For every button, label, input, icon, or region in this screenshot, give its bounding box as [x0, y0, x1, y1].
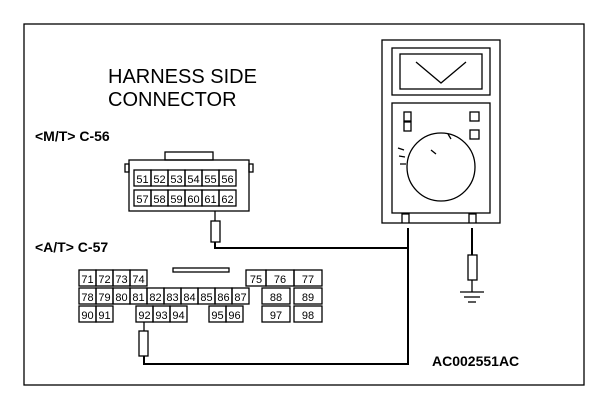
connector-c56: 51 52 53 54 55 56 57 58 59 60 61 62 — [124, 151, 254, 212]
c57-cavity — [261, 287, 291, 305]
multimeter — [381, 39, 501, 224]
c57-pin-72: 72 — [98, 274, 110, 286]
c57-pin-79: 79 — [98, 292, 110, 304]
c57-pin-89: 89 — [302, 292, 314, 304]
probe-pin-92 — [138, 330, 149, 357]
reference-code: AC002551AC — [432, 353, 519, 369]
c57-pin-93: 93 — [155, 310, 167, 322]
c57-pin-95: 95 — [211, 310, 223, 322]
c57-cavity — [225, 305, 244, 323]
c56-pin-59: 59 — [170, 194, 182, 206]
c56-pin-62: 62 — [221, 194, 233, 206]
c57-pin-90: 90 — [81, 310, 93, 322]
c56-pin-55: 55 — [204, 174, 216, 186]
c57-pin-81: 81 — [132, 292, 144, 304]
selector-dial-icon — [406, 132, 476, 202]
c57-cavity — [129, 269, 148, 287]
c57-cavity — [293, 305, 323, 323]
probe-pin-61 — [210, 220, 221, 243]
c57-pin-88: 88 — [270, 292, 282, 304]
c56-pin-52: 52 — [153, 174, 165, 186]
c57-pin-94: 94 — [172, 310, 184, 322]
c57-pin-82: 82 — [149, 292, 161, 304]
connector-at-label: <A/T> C-57 — [35, 239, 108, 255]
c56-pin-54: 54 — [187, 174, 199, 186]
probe-ground — [467, 254, 478, 281]
c56-cavity — [218, 169, 237, 187]
c57-pin-92: 92 — [138, 310, 150, 322]
c57-pin-96: 96 — [228, 310, 240, 322]
c57-pin-98: 98 — [302, 310, 314, 322]
c57-pin-77: 77 — [302, 274, 314, 286]
voltage-symbol-icon — [415, 61, 467, 84]
c57-pin-78: 78 — [81, 292, 93, 304]
c57-pin-97: 97 — [270, 310, 282, 322]
c57-cavity — [231, 287, 250, 305]
c57-pin-80: 80 — [115, 292, 127, 304]
title-line-2: CONNECTOR — [108, 89, 237, 111]
c56-pin-51: 51 — [136, 174, 148, 186]
c57-cavity — [261, 305, 291, 323]
c57-pin-86: 86 — [217, 292, 229, 304]
connector-mt-label: <M/T> C-56 — [35, 128, 110, 144]
c57-pin-75: 75 — [250, 274, 262, 286]
c57-pin-83: 83 — [166, 292, 178, 304]
c57-pin-87: 87 — [234, 292, 246, 304]
c56-cavity — [218, 189, 237, 207]
c57-cavity — [95, 305, 114, 323]
c57-pin-76: 76 — [274, 274, 286, 286]
c57-cavity — [169, 305, 188, 323]
c57-pin-73: 73 — [115, 274, 127, 286]
c57-pin-71: 71 — [81, 274, 93, 286]
c56-pin-58: 58 — [153, 194, 165, 206]
c57-pin-84: 84 — [183, 292, 195, 304]
c57-cavity — [293, 287, 323, 305]
c57-pin-85: 85 — [200, 292, 212, 304]
title-line-1: HARNESS SIDE — [108, 66, 257, 88]
c56-pin-57: 57 — [136, 194, 148, 206]
test-lead-wiring — [138, 211, 484, 365]
c57-cavity — [293, 269, 323, 287]
c56-pin-60: 60 — [187, 194, 199, 206]
diagram-border — [23, 23, 585, 386]
c56-pin-53: 53 — [170, 174, 182, 186]
c56-pin-61: 61 — [204, 194, 216, 206]
ground-symbol-icon — [460, 291, 484, 303]
connector-c57: 71 72 73 74 75 76 77 78 79 80 81 82 83 84 85 86 87 88 89 90… — [78, 267, 323, 323]
c56-pin-56: 56 — [221, 174, 233, 186]
c57-pin-91: 91 — [98, 310, 110, 322]
c57-pin-74: 74 — [132, 274, 144, 286]
